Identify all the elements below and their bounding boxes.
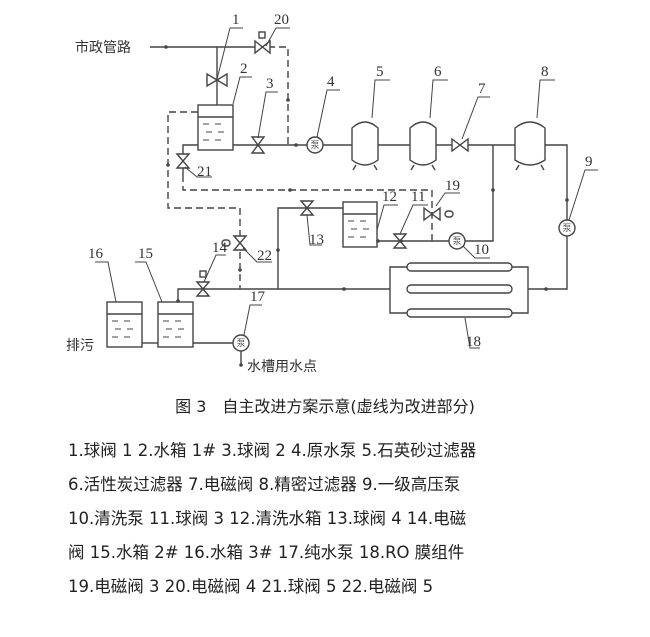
- label-1: 1: [232, 12, 240, 28]
- label-20: 20: [274, 12, 289, 28]
- label-7: 7: [478, 81, 486, 97]
- label-8: 8: [541, 64, 549, 80]
- junction-dots: [164, 45, 569, 367]
- legend-line: 1.球阀 1 2.水箱 1# 3.球阀 2 4.原水泵 5.石英砂过滤器: [68, 441, 477, 460]
- label-15: 15: [138, 246, 153, 262]
- label-14: 14: [212, 240, 228, 256]
- legend-line: 10.清洗泵 11.球阀 3 12.清洗水箱 13.球阀 4 14.电磁: [68, 509, 467, 528]
- label-13: 13: [309, 232, 324, 248]
- label-17: 17: [250, 289, 266, 305]
- pump-glyphs: 泵 泵 泵 泵: [236, 140, 571, 349]
- label-6: 6: [434, 64, 442, 80]
- outlet-label: 水槽用水点: [247, 359, 317, 375]
- inlet-label: 市政管路: [75, 39, 131, 56]
- drain-label: 排污: [66, 338, 94, 354]
- label-2: 2: [240, 61, 248, 77]
- water-tanks: [106, 104, 378, 348]
- label-10: 10: [474, 242, 489, 258]
- leader-lines: [95, 27, 598, 349]
- valves: [175, 31, 469, 297]
- legend-line: 6.活性炭过滤器 7.电磁阀 8.精密过滤器 9.一级高压泵: [68, 475, 461, 494]
- process-diagram: 泵 泵 泵 泵 1 2 3 4 5 6 7 8 9 10 11 1: [66, 12, 598, 375]
- label-12: 12: [382, 189, 397, 205]
- label-19: 19: [445, 178, 460, 194]
- label-22: 22: [257, 248, 272, 264]
- component-legend: 1.球阀 1 2.水箱 1# 3.球阀 2 4.原水泵 5.石英砂过滤器 6.活…: [68, 434, 476, 604]
- label-9: 9: [585, 154, 593, 170]
- label-16: 16: [88, 246, 104, 262]
- ro-membrane-module: [389, 262, 529, 318]
- dashed-pipes: [167, 46, 433, 289]
- label-21: 21: [197, 164, 212, 180]
- pump-9-glyph: 泵: [562, 223, 571, 234]
- component-numbers: 1 2 3 4 5 6 7 8 9 10 11 12 13 14 15 16 1…: [88, 12, 593, 350]
- water-hatch: [112, 123, 369, 338]
- label-4: 4: [327, 74, 335, 90]
- label-5: 5: [376, 64, 384, 80]
- label-3: 3: [266, 76, 274, 92]
- label-11: 11: [411, 189, 425, 205]
- pump-17-glyph: 泵: [236, 338, 245, 349]
- filters: [351, 121, 546, 171]
- pump-10-glyph: 泵: [452, 236, 461, 247]
- pumps: [232, 136, 576, 352]
- figure-caption: 图 3 自主改进方案示意(虚线为改进部分): [175, 397, 475, 416]
- legend-line: 阀 15.水箱 2# 16.水箱 3# 17.纯水泵 18.RO 膜组件: [68, 543, 465, 562]
- pump-4-glyph: 泵: [310, 140, 319, 151]
- legend-line: 19.电磁阀 3 20.电磁阀 4 21.球阀 5 22.电磁阀 5: [68, 577, 434, 596]
- label-18: 18: [466, 334, 481, 350]
